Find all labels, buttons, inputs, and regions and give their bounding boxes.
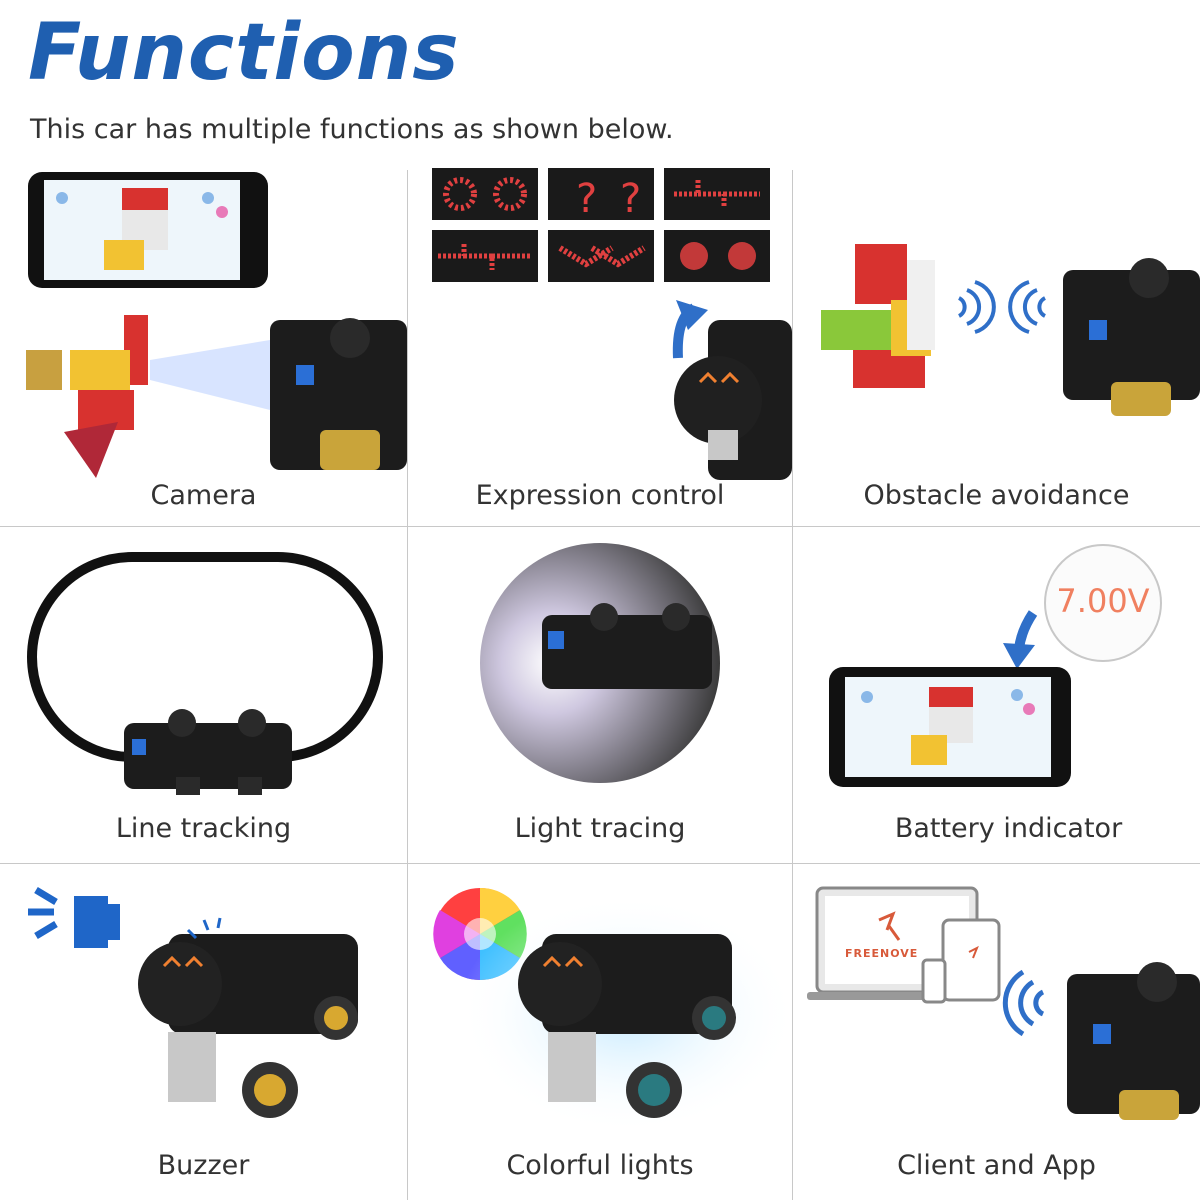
cell-obstacle-avoidance: Obstacle avoidance [793, 160, 1200, 526]
cell-expression-control: ? ? Expression control [408, 160, 792, 526]
ultrasonic-waves-icon [821, 244, 1200, 416]
label-client-and-app: Client and App [897, 1150, 1096, 1181]
voltage-readout: 7.00V [1056, 582, 1150, 620]
svg-text:?: ? [576, 176, 597, 222]
cell-battery-indicator: 7.00V Battery indicator [793, 527, 1200, 863]
color-wheel-icon [433, 887, 792, 1134]
page-subtitle: This car has multiple functions as shown… [30, 114, 674, 145]
cell-line-tracking: Line tracking [0, 527, 407, 863]
brand-logo-text: FREENOVE [845, 947, 919, 960]
label-obstacle-avoidance: Obstacle avoidance [863, 480, 1130, 511]
light-spot-icon [480, 543, 720, 783]
camera-scene-icon [26, 172, 407, 478]
phone-voltage-icon [829, 544, 1162, 787]
label-battery-indicator: Battery indicator [894, 813, 1123, 844]
label-light-tracing: Light tracing [514, 813, 686, 844]
label-line-tracking: Line tracking [115, 813, 292, 844]
cell-client-and-app: FREENOVE Client and App [793, 864, 1200, 1200]
track-loop-icon [27, 552, 383, 795]
speaker-icon [28, 886, 358, 1118]
label-colorful-lights: Colorful lights [506, 1150, 694, 1181]
cell-colorful-lights: Colorful lights [408, 864, 792, 1200]
cell-light-tracing: Light tracing [408, 527, 792, 863]
grid-divider [792, 170, 793, 1200]
led-matrix-icon: ? ? [432, 168, 792, 480]
label-camera: Camera [150, 480, 257, 511]
devices-wifi-icon [807, 886, 1200, 1120]
grid-divider [0, 863, 1200, 864]
svg-text:?: ? [620, 176, 641, 222]
cell-buzzer: Buzzer [0, 864, 407, 1200]
label-buzzer: Buzzer [157, 1150, 250, 1181]
grid-divider [407, 170, 408, 1200]
page-title: Functions [28, 8, 460, 98]
function-grid: Camera ? ? Expression control [0, 160, 1200, 1200]
cell-camera: Camera [0, 160, 407, 526]
label-expression-control: Expression control [475, 480, 725, 511]
grid-divider [0, 526, 1200, 527]
